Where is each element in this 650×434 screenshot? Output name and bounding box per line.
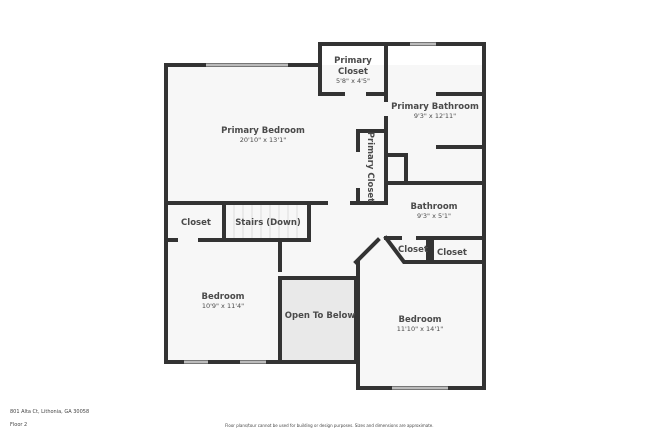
room-label: Bathroom [410,202,457,212]
room-label: Closet [181,218,211,228]
floor-label: Floor 2 [10,422,28,428]
room-label: Primary Bedroom [221,126,305,136]
room-label: Closet [437,248,467,258]
room-label: Bedroom [201,292,244,302]
room-label: Stairs (Down) [235,218,301,228]
room-label: Primary Bathroom [391,102,479,112]
address: 801 Alta Ct, Lithonia, GA 30058 [10,409,90,415]
room-dims: 20'10" x 13'1" [240,136,286,144]
room-label: Primary Closet [365,132,375,203]
stairs [233,205,298,238]
room-label: Primary [334,56,372,66]
room-dims: 9'3" x 5'1" [417,212,451,220]
open-to-below-area [281,279,356,362]
room-label: Open To Below [285,311,356,321]
svg-text:Closet: Closet [338,67,368,77]
room-dims: 11'10" x 14'1" [397,325,443,333]
disclaimer: Floor plans/tour cannot be used for buil… [225,423,434,428]
room-label: Closet [398,245,428,255]
room-dims: 10'9" x 11'4" [202,302,244,310]
windows [184,42,448,390]
room-label: Bedroom [398,315,441,325]
room-dims: 5'8" x 4'5" [336,77,370,85]
room-dims: 9'3" x 12'11" [414,112,456,120]
